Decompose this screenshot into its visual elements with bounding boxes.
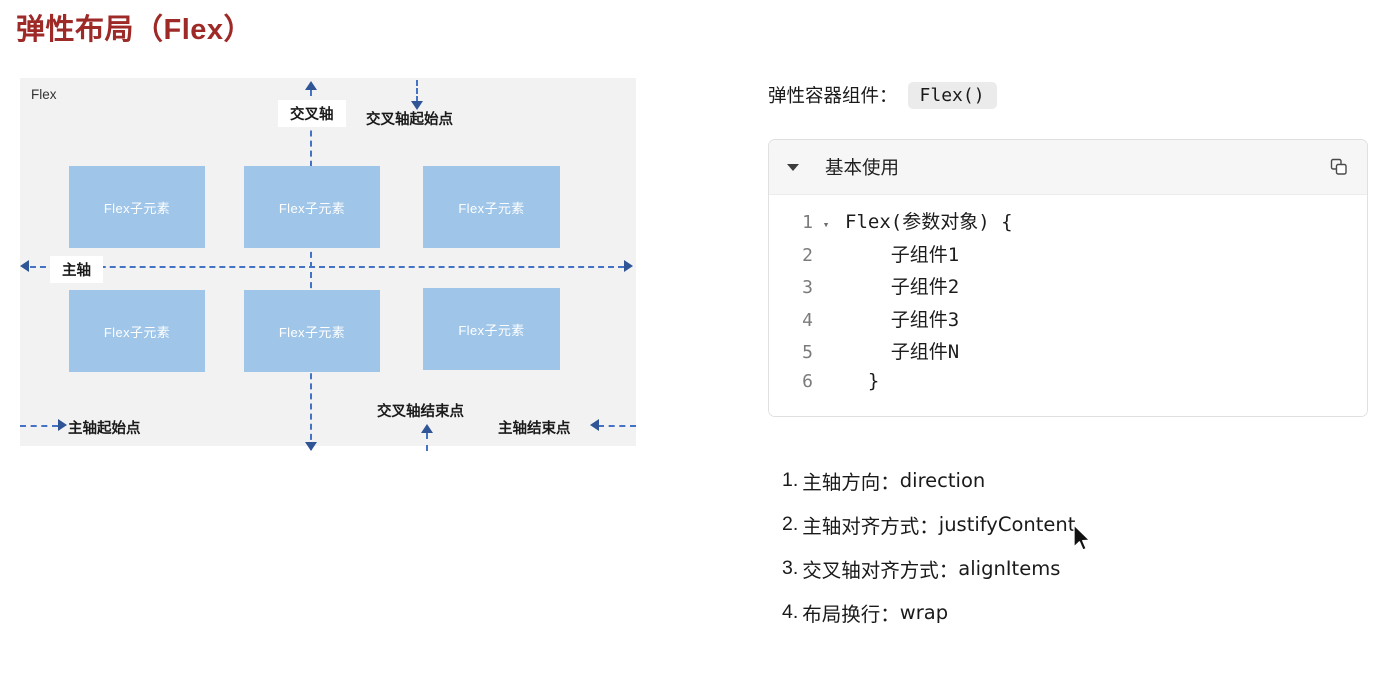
cross-axis-start-arrow xyxy=(411,101,423,110)
line-number: 5 xyxy=(802,342,813,363)
list-item: 3. 交叉轴对齐方式： alignItems xyxy=(782,546,1075,590)
code-card: 基本使用 1 ▾ Flex(参数对象) { 2 子组件1 3 xyxy=(768,139,1368,417)
component-heading: 弹性容器组件： Flex() xyxy=(768,78,1368,112)
flex-child-box: Flex子元素 xyxy=(244,166,380,248)
code-text: 子组件3 xyxy=(845,308,960,331)
list-item-index: 1. xyxy=(782,468,799,491)
label-main-axis-start: 主轴起始点 xyxy=(68,421,141,437)
code-text: 子组件2 xyxy=(845,276,960,298)
list-item-label: 布局换行： xyxy=(802,603,900,626)
flex-child-box: Flex子元素 xyxy=(69,290,205,372)
list-item: 4. 布局换行： wrap xyxy=(782,590,1075,634)
cross-axis-end-line xyxy=(426,433,428,451)
cross-axis-bottom-arrow xyxy=(305,442,317,451)
label-main-axis: 主轴 xyxy=(50,256,103,283)
main-axis-start-line xyxy=(20,425,58,427)
copy-icon[interactable] xyxy=(1329,157,1349,177)
code-text: 子组件N xyxy=(845,341,960,363)
main-axis-start-arrow xyxy=(58,419,67,431)
flex-child-box: Flex子元素 xyxy=(69,166,205,248)
list-item: 1. 主轴方向： direction xyxy=(782,458,1075,502)
list-item-property: justifyContent xyxy=(938,512,1076,536)
main-axis-end-line xyxy=(598,425,636,427)
main-axis-line xyxy=(30,266,624,268)
code-text: 子组件1 xyxy=(845,243,960,266)
label-cross-axis-start: 交叉轴起始点 xyxy=(366,112,453,128)
line-number: 3 xyxy=(802,277,813,298)
list-item-index: 2. xyxy=(782,512,799,535)
cross-axis-top-arrow xyxy=(305,81,317,90)
component-heading-label: 弹性容器组件： xyxy=(768,85,898,106)
flex-child-box: Flex子元素 xyxy=(244,290,380,372)
code-line: 1 ▾ Flex(参数对象) { xyxy=(769,207,1367,240)
code-line: 4 子组件3 xyxy=(769,305,1367,338)
component-code-chip: Flex() xyxy=(907,81,997,109)
cross-axis-line xyxy=(310,90,312,450)
code-body[interactable]: 1 ▾ Flex(参数对象) { 2 子组件1 3 子组件2 4 子组件3 xyxy=(769,195,1367,416)
code-text: Flex(参数对象) { xyxy=(845,211,1013,233)
list-item-property: alignItems xyxy=(958,556,1061,580)
code-line: 3 子组件2 xyxy=(769,272,1367,305)
line-number: 2 xyxy=(802,244,813,266)
diagram-caption-flex: Flex xyxy=(31,87,57,102)
list-item-label: 主轴方向： xyxy=(802,471,900,494)
list-item-label: 交叉轴对齐方式： xyxy=(802,559,959,582)
main-axis-end-arrow xyxy=(590,419,599,431)
code-card-title: 基本使用 xyxy=(825,157,900,178)
list-item: 2. 主轴对齐方式： justifyContent xyxy=(782,502,1075,546)
list-item-index: 4. xyxy=(782,600,799,623)
main-axis-right-arrow xyxy=(624,260,633,272)
cross-axis-end-arrow xyxy=(421,424,433,433)
code-line: 6 } xyxy=(769,370,1367,403)
label-cross-axis: 交叉轴 xyxy=(278,100,346,127)
right-panel: 弹性容器组件： Flex() 基本使用 1 ▾ Flex(参数对象) { 2 xyxy=(768,78,1368,626)
line-number: 6 xyxy=(802,370,813,392)
code-line: 2 子组件1 xyxy=(769,240,1367,273)
line-number: 1 xyxy=(802,212,813,233)
flex-child-box: Flex子元素 xyxy=(423,166,560,248)
list-item-property: wrap xyxy=(899,600,949,624)
flex-layout-diagram: Flex 交叉轴 交叉轴起始点 主轴 交叉轴结束点 主轴起始点 主轴结束点 Fl… xyxy=(20,78,636,451)
code-text: } xyxy=(845,369,880,392)
flex-child-box: Flex子元素 xyxy=(423,288,560,370)
list-item-label: 主轴对齐方式： xyxy=(802,515,939,538)
page-title: 弹性布局（Flex） xyxy=(16,14,254,46)
code-fold-icon[interactable]: ▾ xyxy=(822,218,830,231)
list-item-index: 3. xyxy=(782,556,799,579)
label-main-axis-end: 主轴结束点 xyxy=(498,421,571,437)
code-line: 5 子组件N xyxy=(769,337,1367,370)
label-cross-axis-end: 交叉轴结束点 xyxy=(377,404,464,420)
list-item-property: direction xyxy=(899,468,986,492)
line-number: 4 xyxy=(802,309,813,331)
caret-down-icon[interactable] xyxy=(787,163,799,171)
main-axis-left-arrow xyxy=(20,260,29,272)
code-card-header[interactable]: 基本使用 xyxy=(769,140,1367,195)
feature-list: 1. 主轴方向： direction 2. 主轴对齐方式： justifyCon… xyxy=(782,458,1075,634)
cross-axis-start-line xyxy=(416,80,418,102)
